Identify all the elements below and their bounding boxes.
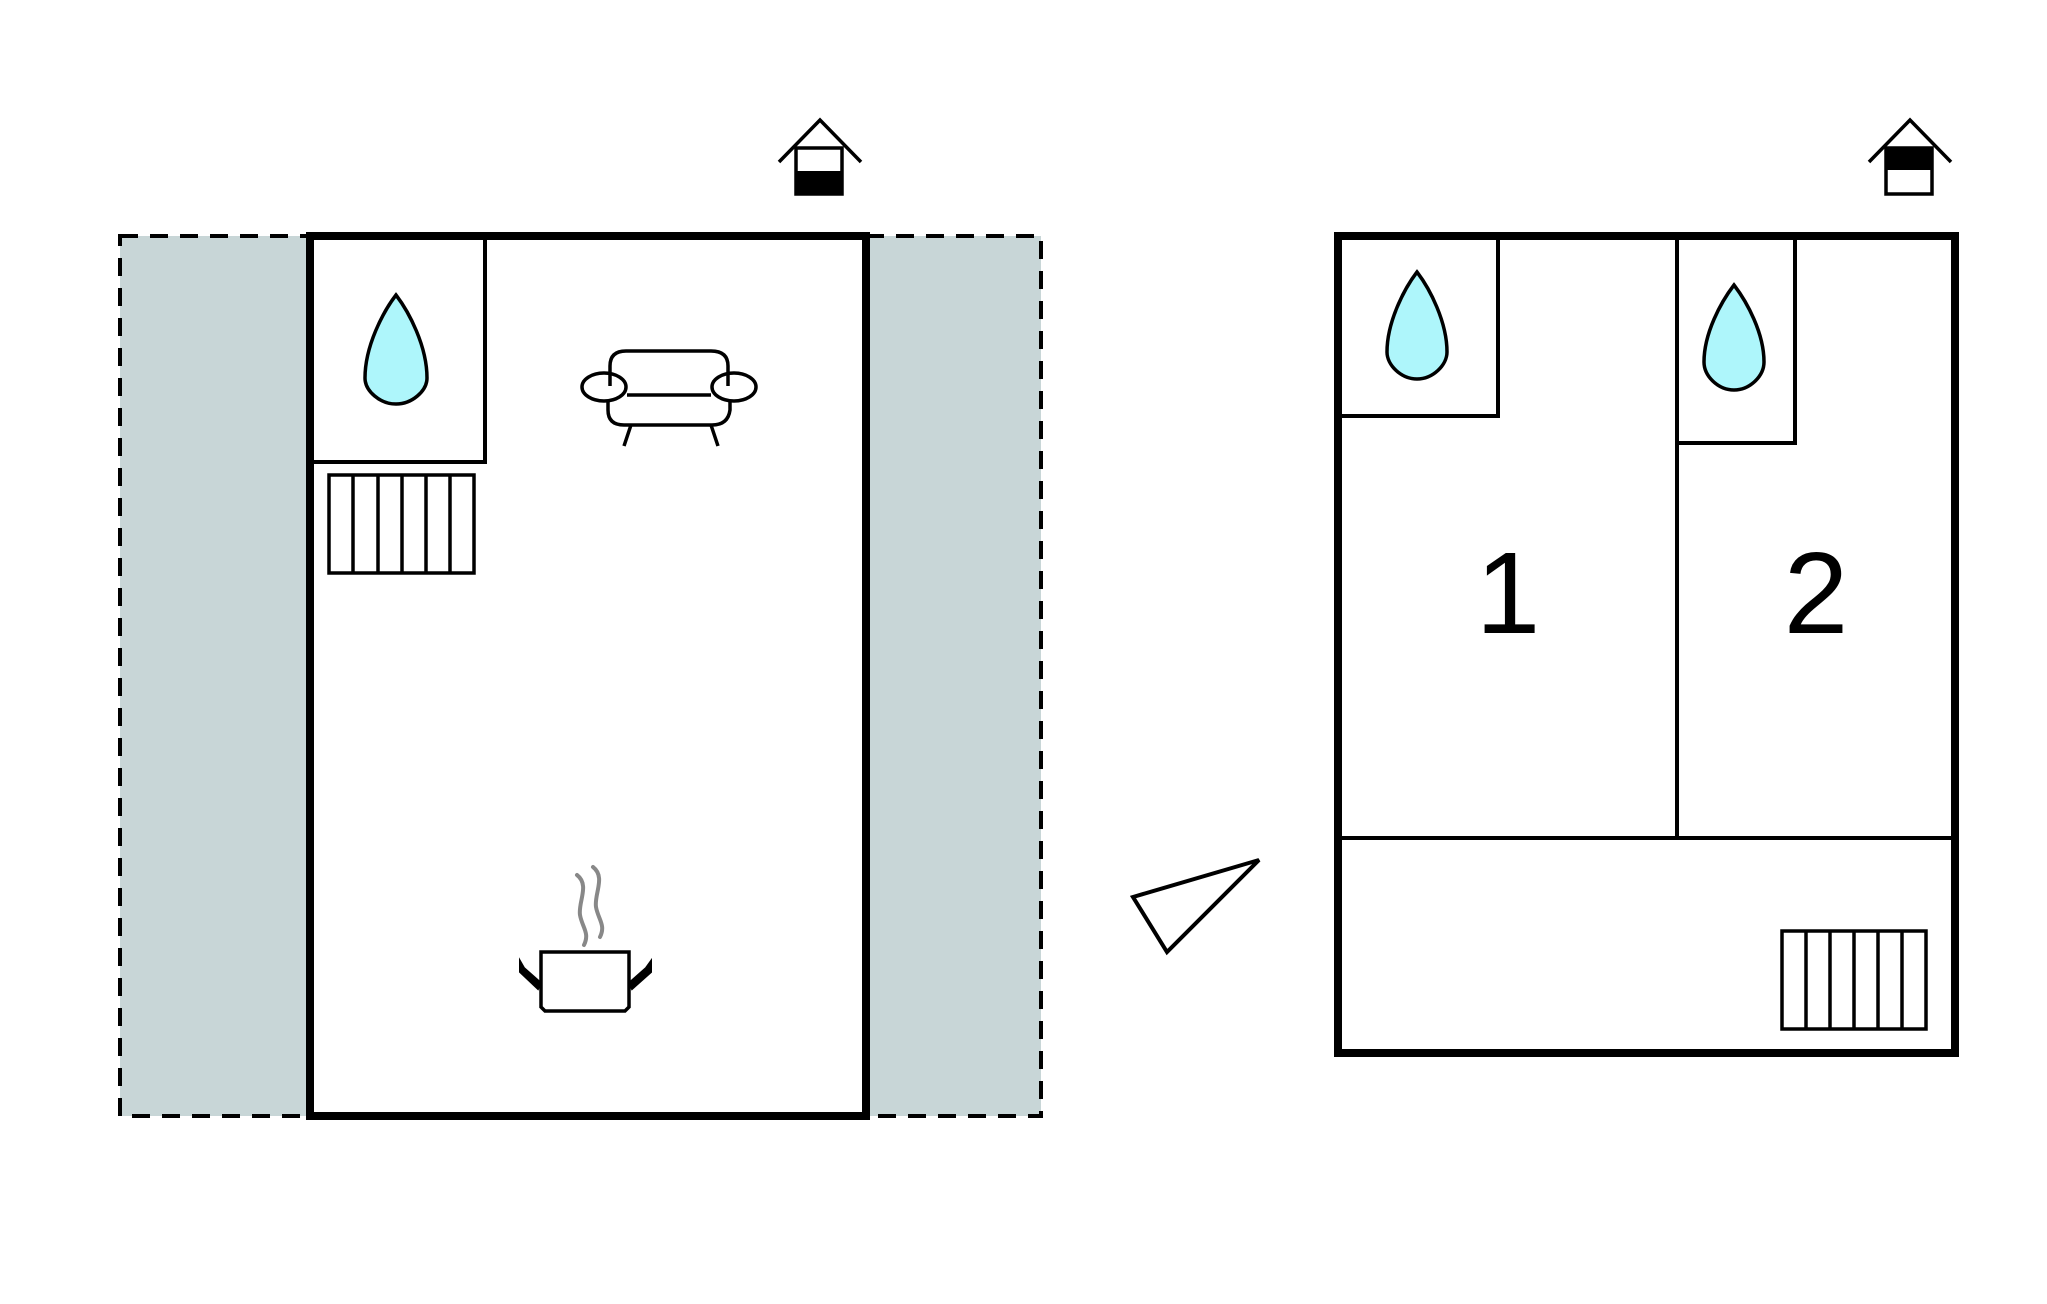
terrace-right (864, 234, 1043, 1118)
stairs-icon (1780, 929, 1928, 1031)
house-floor-icon (1867, 117, 1953, 196)
water-drop-icon (363, 292, 429, 406)
ground-bathroom-wall (310, 236, 487, 464)
stairs-icon (327, 473, 476, 575)
cooking-pot-icon (519, 865, 652, 1013)
bedroom-2-label: 2 (1784, 528, 1849, 658)
ground-floor-plan (118, 117, 1043, 1120)
upper-floor-plan: 1 2 (1334, 117, 1959, 1057)
bathroom-1-wall (1338, 236, 1500, 418)
bathroom-2-wall (1677, 236, 1797, 445)
ground-floor-outline (306, 232, 870, 1120)
water-drop-icon (1385, 269, 1449, 381)
terrace-left (118, 234, 312, 1118)
bedroom-1-label: 1 (1476, 528, 1541, 658)
upper-floor-outline (1334, 232, 1959, 1057)
water-drop-icon (1702, 282, 1766, 392)
view-direction-icon (1129, 858, 1261, 956)
house-floor-icon (777, 117, 863, 196)
sofa-icon (580, 349, 758, 447)
